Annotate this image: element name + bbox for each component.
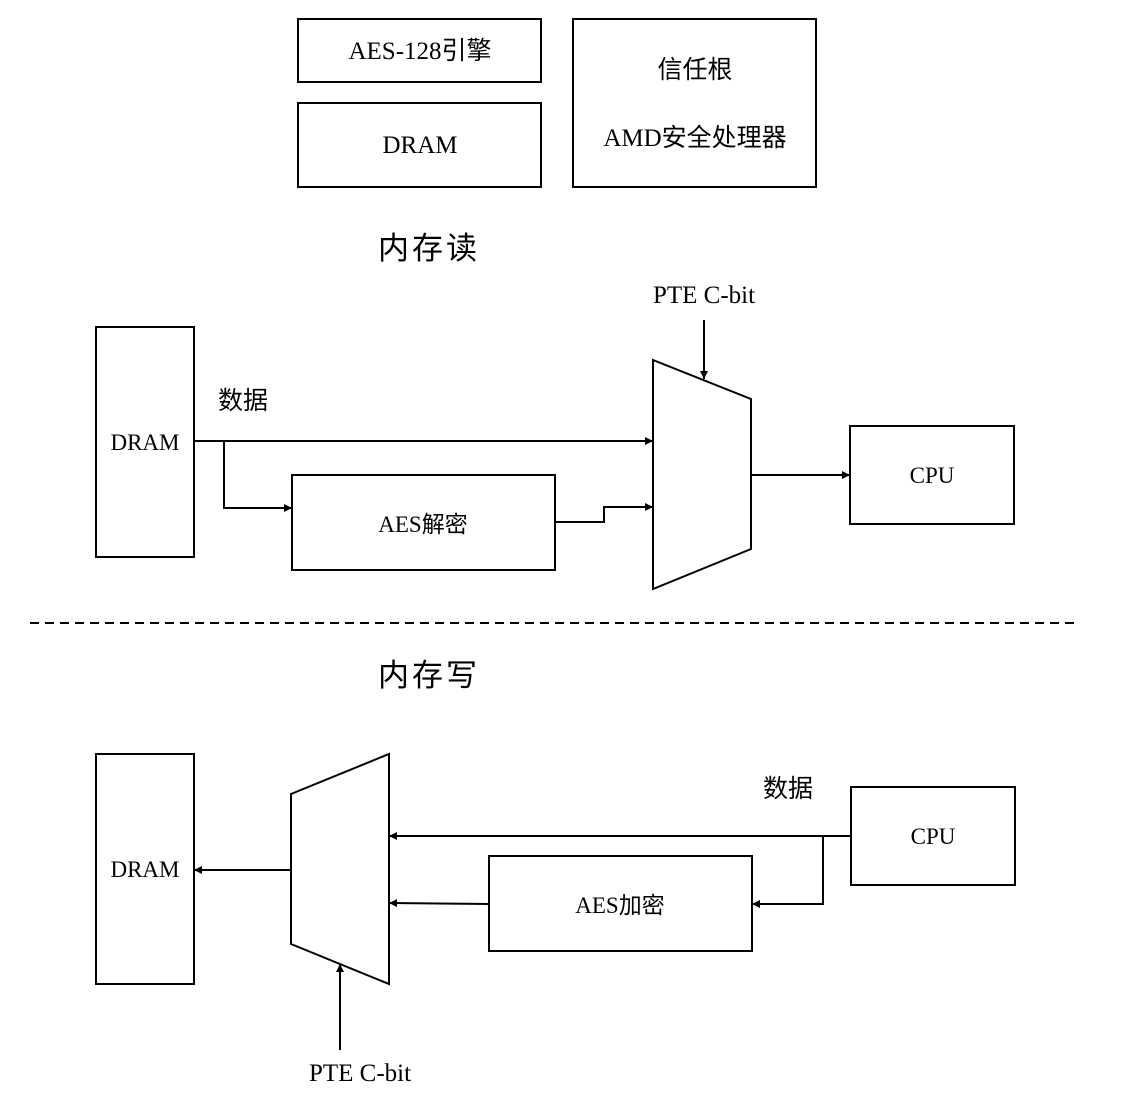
legend-aes-engine-label: AES-128引擎 — [348, 37, 491, 65]
write-aes-encrypt-box — [488, 855, 753, 952]
write-data-label: 数据 — [763, 775, 813, 803]
legend: AES-128引擎 DRAM 信任根 AMD安全处理器 — [297, 18, 817, 188]
write-aes-to-mux-arrow — [388, 899, 490, 908]
write-aes-encrypt-label: AES加密 — [575, 893, 664, 918]
legend-root-of-trust-box — [572, 18, 817, 188]
read-dram-box — [95, 326, 195, 558]
memory-read-section: 内存读 PTE C-bit DRAM 数据 AES解密 CPU — [95, 231, 1015, 591]
legend-root-of-trust-label: 信任根 — [657, 56, 732, 84]
write-mux — [290, 752, 390, 986]
read-aes-to-mux-arrow — [555, 503, 653, 523]
read-aes-decrypt-box — [291, 474, 556, 571]
write-data-to-aes-arrow — [752, 836, 824, 908]
read-data-label: 数据 — [218, 387, 268, 415]
legend-dram-label: DRAM — [382, 132, 457, 159]
read-dram-label: DRAM — [110, 430, 179, 455]
read-c-bit-label: PTE C-bit — [653, 282, 755, 309]
write-cpu-box — [850, 786, 1016, 886]
read-data-to-aes-arrow — [223, 441, 292, 512]
memory-write-section: 内存写 DRAM PTE C-bit 数据 AES加密 CPU — [95, 658, 1016, 1087]
write-dram-label: DRAM — [110, 857, 179, 882]
legend-aes-engine-box — [297, 18, 542, 83]
legend-secure-processor-label: AMD安全处理器 — [603, 124, 786, 152]
read-cpu-label: CPU — [910, 463, 955, 488]
write-cpu-label: CPU — [911, 824, 956, 849]
read-aes-decrypt-label: AES解密 — [378, 512, 467, 537]
legend-dram-box — [297, 102, 542, 188]
memory-read-title: 内存读 — [378, 231, 480, 266]
read-mux — [652, 358, 752, 591]
write-c-bit-label: PTE C-bit — [309, 1060, 411, 1087]
read-cpu-box — [849, 425, 1015, 525]
memory-write-title: 内存写 — [378, 658, 480, 693]
